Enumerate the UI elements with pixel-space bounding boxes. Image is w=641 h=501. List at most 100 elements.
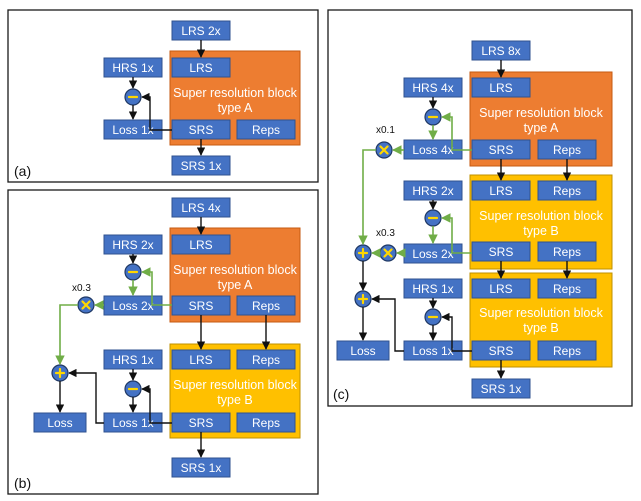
lrs-box (171, 349, 231, 370)
srs-1x-label: SRS 1x (481, 382, 522, 396)
lrs-label: LRS (189, 353, 212, 367)
sr-block-a-title: Super resolution block (479, 106, 603, 120)
srs-1x-box (171, 457, 231, 478)
srs-1x-box (471, 378, 531, 399)
arrow-icon (358, 149, 376, 245)
loss-1x-label: Loss 1x (112, 123, 153, 137)
panel-c: Super resolution block type A Super reso… (333, 40, 613, 402)
panel-c-frame (327, 9, 633, 407)
reps-label: Reps (553, 184, 581, 198)
srs-1x-box (171, 155, 231, 176)
sr-block-a-type: type A (524, 121, 559, 135)
minus-operator-icon (124, 263, 142, 281)
lrs-label: LRS (489, 282, 512, 296)
loss-2x-label: Loss 2x (112, 299, 153, 313)
hrs-1x-label: HRS 1x (412, 282, 453, 296)
reps-label: Reps (252, 299, 280, 313)
multiply-operator-icon (375, 141, 393, 159)
weight-label: x0.3 (72, 283, 91, 294)
arrow-icon (141, 384, 172, 424)
plus-operator-icon (354, 290, 372, 308)
lrs-4x-label: LRS 4x (181, 201, 220, 215)
reps-label: Reps (553, 344, 581, 358)
srs-1x-label: SRS 1x (181, 159, 222, 173)
arrow-icon (141, 267, 172, 306)
hrs-4x-label: HRS 4x (412, 81, 453, 95)
hrs-2x-label: HRS 2x (412, 184, 453, 198)
hrs-1x-label: HRS 1x (112, 353, 153, 367)
minus-operator-icon (424, 308, 442, 326)
sr-block-a-title: Super resolution block (173, 86, 297, 100)
plus-operator-icon (51, 364, 69, 382)
sr-block-b-type: type B (217, 393, 252, 407)
minus-operator-icon (424, 209, 442, 227)
reps-box (236, 119, 296, 140)
arrow-icon (441, 312, 472, 352)
minus-operator-icon (124, 88, 142, 106)
sr-block-a-title: Super resolution block (173, 263, 297, 277)
srs-1x-label: SRS 1x (181, 461, 222, 475)
sr-block-b-title: Super resolution block (479, 209, 603, 223)
reps-label: Reps (553, 282, 581, 296)
panel-c-label: (c) (333, 386, 349, 402)
lrs-box (471, 278, 531, 299)
panel-a: Super resolution block type A LRS 2x LRS… (14, 20, 301, 179)
lrs-2x-label: LRS 2x (181, 24, 220, 38)
arrow-icon (141, 92, 172, 131)
loss-label: Loss (47, 416, 72, 430)
multiply-operator-icon (77, 296, 95, 314)
lrs-box (471, 77, 531, 98)
arrow-icon (68, 368, 104, 424)
panel-b: Super resolution block type A Super reso… (14, 197, 301, 491)
loss-1x-label: Loss 1x (112, 416, 153, 430)
loss-2x-label: Loss 2x (412, 247, 453, 261)
minus-operator-icon (424, 108, 442, 126)
lrs-box (171, 234, 231, 255)
loss-4x-label: Loss 4x (412, 143, 453, 157)
plus-operator-icon (354, 244, 372, 262)
minus-operator-icon (124, 380, 142, 398)
sr-block-a-type: type A (218, 101, 253, 115)
multiply-operator-icon (379, 244, 397, 262)
arrow-icon (371, 294, 404, 352)
sr-block-b-title: Super resolution block (479, 306, 603, 320)
loss-1x-label: Loss 1x (412, 344, 453, 358)
lrs-box (471, 180, 531, 201)
lrs-box (171, 57, 231, 78)
reps-label: Reps (252, 416, 280, 430)
sr-block-b-type: type B (523, 321, 558, 335)
srs-label: SRS (189, 416, 214, 430)
arrow-icon (441, 213, 472, 254)
weight-label: x0.1 (376, 125, 395, 136)
panel-b-label: (b) (14, 475, 31, 491)
arrow-icon (55, 304, 78, 365)
srs-label: SRS (489, 143, 514, 157)
weight-label: x0.3 (376, 228, 395, 239)
hrs-1x-label: HRS 1x (112, 61, 153, 75)
lrs-label: LRS (189, 61, 212, 75)
sr-block-b-title: Super resolution block (173, 378, 297, 392)
lrs-label: LRS (489, 81, 512, 95)
reps-box (537, 180, 597, 201)
sr-block-b-type: type B (523, 224, 558, 238)
loss-box (33, 412, 87, 433)
arrow-icon (441, 112, 472, 151)
reps-label: Reps (252, 353, 280, 367)
reps-label: Reps (553, 143, 581, 157)
reps-box (236, 349, 296, 370)
lrs-8x-label: LRS 8x (481, 44, 520, 58)
reps-box (537, 340, 597, 361)
hrs-2x-label: HRS 2x (112, 238, 153, 252)
srs-label: SRS (189, 299, 214, 313)
loss-label: Loss (350, 344, 375, 358)
reps-box (537, 278, 597, 299)
lrs-label: LRS (489, 184, 512, 198)
srs-label: SRS (489, 344, 514, 358)
srs-label: SRS (189, 123, 214, 137)
panel-a-frame (7, 9, 319, 183)
panel-a-label: (a) (14, 163, 31, 179)
panel-b-frame (7, 189, 319, 495)
reps-label: Reps (553, 245, 581, 259)
loss-box (336, 340, 390, 361)
